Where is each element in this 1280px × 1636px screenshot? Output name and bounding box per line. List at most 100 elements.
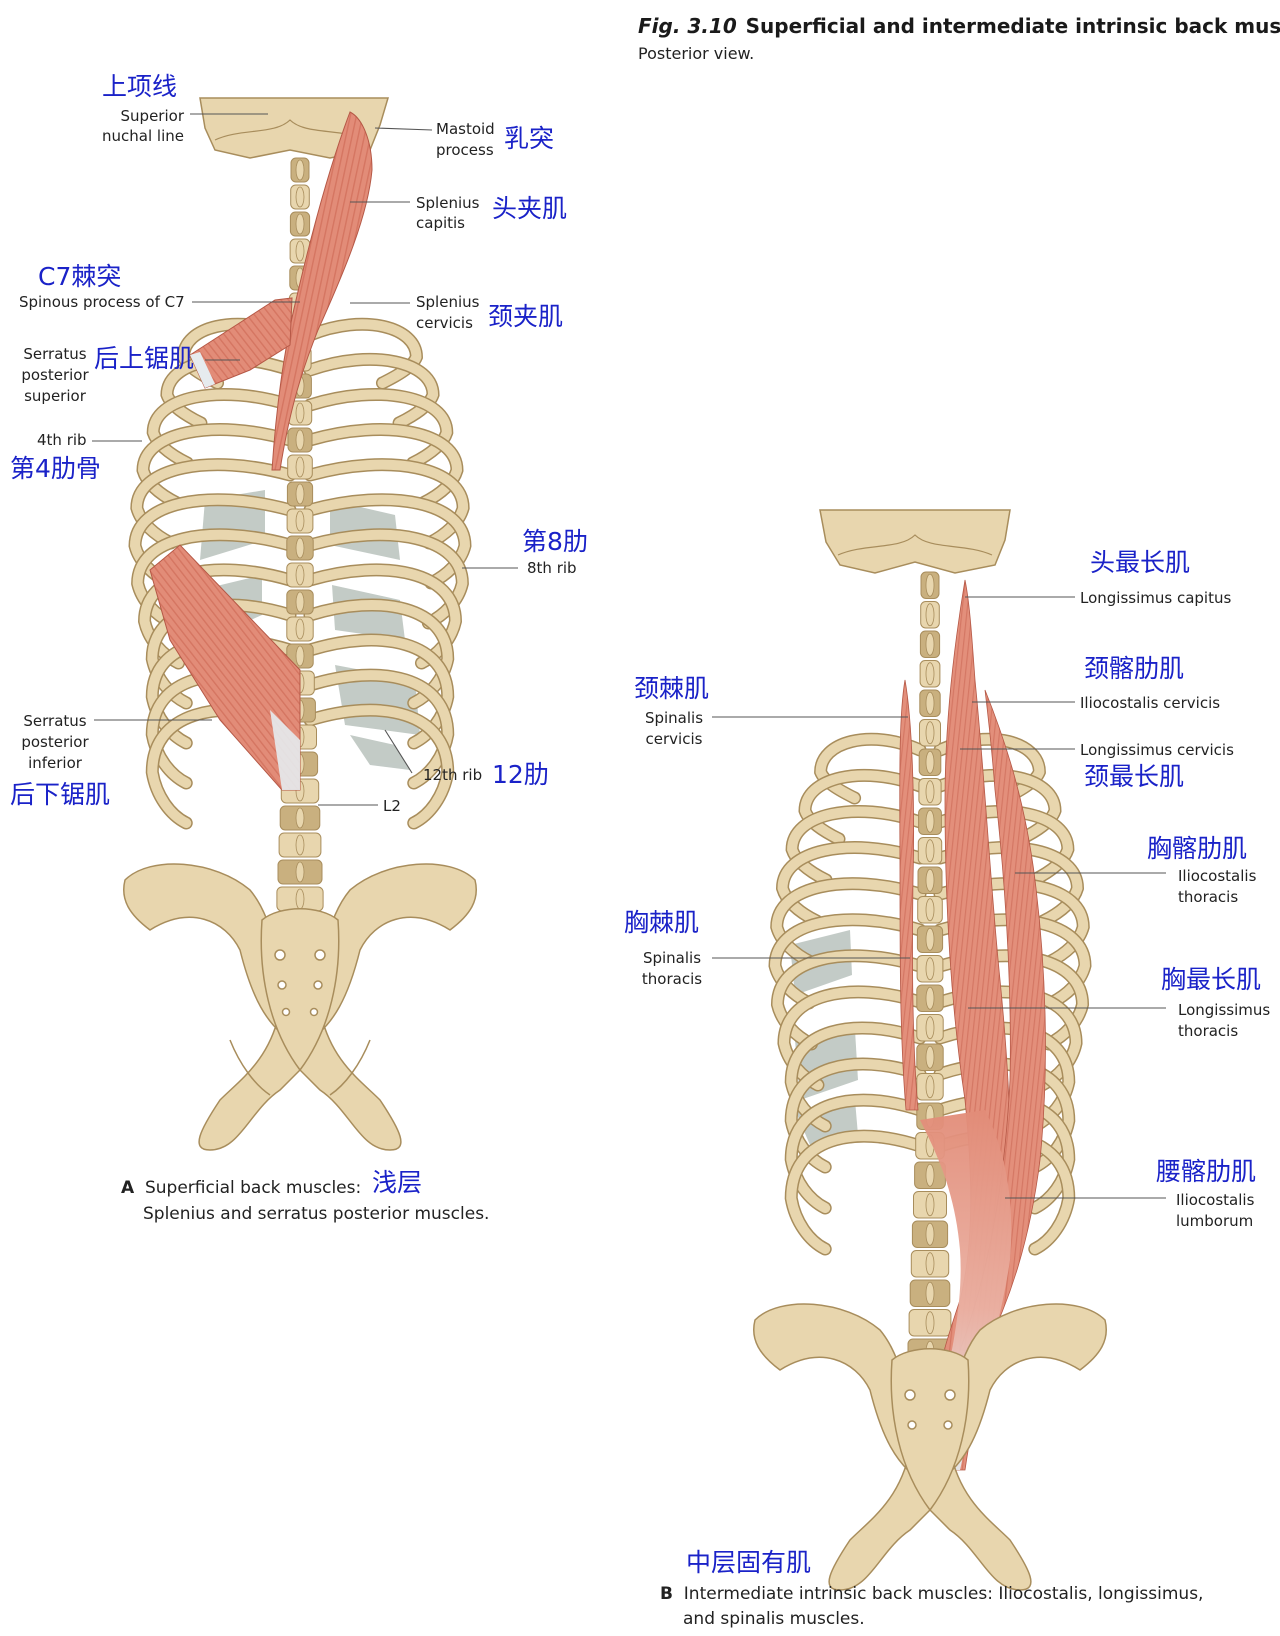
- panel-a-caption-zh: 浅层: [372, 1168, 423, 1197]
- label-mastoid-process-en1: Mastoid: [436, 120, 495, 138]
- spinous-process: [925, 957, 935, 981]
- label-longissimus-thoracis-en2: thoracis: [1178, 1022, 1239, 1040]
- spinous-process: [295, 402, 305, 424]
- panel-b-caption-line1: B Intermediate intrinsic back muscles: I…: [660, 1582, 1203, 1606]
- rib: [305, 670, 453, 788]
- spinous-process: [925, 1075, 935, 1099]
- label-splenius-cervicis-zh: 颈夹肌: [488, 302, 564, 331]
- skull-base-b: [819, 509, 1011, 574]
- rib: [305, 389, 452, 468]
- spinous-process: [295, 186, 305, 208]
- label-spinalis-thoracis-zh: 胸棘肌: [624, 908, 700, 937]
- pelvis-b: [753, 1303, 1107, 1591]
- label-serratus-posterior-inferior-en2: posterior: [21, 733, 89, 751]
- label-superior-nuchal-line-en1: Superior: [120, 107, 184, 125]
- spinous-process: [295, 645, 305, 667]
- label-longissimus-cervicis-en: Longissimus cervicis: [1080, 741, 1234, 759]
- pelvis: [123, 863, 477, 1151]
- label-spinalis-cervicis-zh: 颈棘肌: [634, 674, 710, 703]
- label-splenius-capitis-zh: 头夹肌: [492, 194, 568, 223]
- leader-lines: [92, 113, 1166, 1199]
- figure-header: Fig. 3.10 Superficial and intermediate i…: [638, 14, 1280, 38]
- rib-cage: [128, 317, 472, 830]
- spinous-process: [925, 691, 935, 715]
- figure-subtitle: Posterior view.: [638, 44, 755, 63]
- panel-b-caption-zh: 中层固有肌: [686, 1548, 812, 1577]
- splenius-muscle: [271, 111, 373, 471]
- label-serratus-posterior-superior-zh: 后上锯肌: [94, 344, 195, 373]
- panel-a-letter: A: [121, 1178, 135, 1198]
- label-longissimus-thoracis-en1: Longissimus: [1178, 1001, 1271, 1019]
- spinous-process: [925, 1193, 935, 1217]
- rib: [148, 389, 295, 468]
- figure-number: Fig. 3.10: [638, 14, 737, 38]
- spinous-process: [295, 591, 305, 613]
- label-longissimus-cervicis-zh: 颈最长肌: [1084, 762, 1185, 791]
- rib: [305, 424, 463, 508]
- spinous-process: [295, 483, 305, 505]
- rib: [777, 842, 925, 926]
- rib: [786, 1131, 925, 1254]
- rib-cage-b: [768, 732, 1092, 1256]
- label-longissimus-capitus-en: Longissimus capitus: [1080, 589, 1232, 607]
- spinous-process: [925, 898, 935, 922]
- panel-b-caption-text1: Intermediate intrinsic back muscles: Ili…: [683, 1584, 1204, 1604]
- label-fourth-rib-en: 4th rib: [37, 431, 87, 449]
- label-splenius-capitis-en1: Splenius: [416, 194, 480, 212]
- label-serratus-posterior-inferior-en1: Serratus: [23, 712, 87, 730]
- rib: [772, 950, 925, 1049]
- rib: [305, 459, 469, 548]
- panel-b-illustration: [753, 509, 1107, 1591]
- rib: [131, 459, 295, 548]
- rib: [305, 705, 453, 828]
- label-twelfth-rib-en: 12th rib: [423, 766, 483, 784]
- label-eighth-rib-zh: 第8肋: [522, 527, 588, 556]
- label-eighth-rib-en: 8th rib: [527, 559, 577, 577]
- label-spinalis-cervicis-en2: cervicis: [645, 730, 703, 748]
- label-serratus-posterior-superior-en2: posterior: [21, 366, 89, 384]
- spinous-process: [925, 1252, 935, 1276]
- rib: [786, 1095, 925, 1213]
- label-serratus-posterior-inferior-en3: inferior: [28, 754, 82, 772]
- label-superior-nuchal-line-en2: nuchal line: [102, 127, 184, 145]
- spinous-process: [295, 888, 305, 910]
- spinous-process: [925, 662, 935, 686]
- spinous-process: [925, 986, 935, 1010]
- label-spinous-process-c7-zh: C7棘突: [38, 262, 122, 291]
- spinous-process: [925, 721, 935, 745]
- panel-a-illustration: [123, 97, 477, 1151]
- label-mastoid-process-en2: process: [436, 141, 494, 159]
- panel-a-caption-line2: Splenius and serratus posterior muscles.: [143, 1204, 490, 1224]
- spinous-process: [925, 809, 935, 833]
- label-serratus-posterior-superior-en3: superior: [24, 387, 86, 405]
- label-l2-en: L2: [383, 797, 401, 815]
- rib: [778, 986, 925, 1090]
- spinous-process: [925, 603, 935, 627]
- spinous-process: [925, 1016, 935, 1040]
- spinous-process: [925, 927, 935, 951]
- spinous-process: [295, 240, 305, 262]
- spinous-process: [925, 573, 935, 597]
- label-twelfth-rib-zh: 12肋: [492, 760, 549, 789]
- label-superior-nuchal-line-zh: 上项线: [102, 72, 178, 101]
- label-longissimus-capitus-zh: 头最长肌: [1090, 548, 1191, 577]
- rib: [799, 770, 925, 844]
- spinous-process: [295, 429, 305, 451]
- label-iliocostalis-thoracis-en1: Iliocostalis: [1178, 867, 1257, 885]
- figure-title: Superficial and intermediate intrinsic b…: [745, 14, 1280, 38]
- panel-b-letter: B: [660, 1584, 673, 1604]
- label-splenius-cervicis-en2: cervicis: [416, 314, 473, 332]
- spinous-process: [925, 868, 935, 892]
- rib: [771, 878, 925, 967]
- spinous-process: [295, 159, 305, 181]
- rib: [305, 319, 422, 388]
- spinous-process: [295, 213, 305, 235]
- label-serratus-posterior-inferior-zh: 后下锯肌: [10, 780, 111, 809]
- rib: [815, 734, 925, 803]
- rib: [787, 806, 925, 885]
- spinous-process: [925, 839, 935, 863]
- spinous-process: [295, 618, 305, 640]
- label-splenius-capitis-en2: capitis: [416, 214, 465, 232]
